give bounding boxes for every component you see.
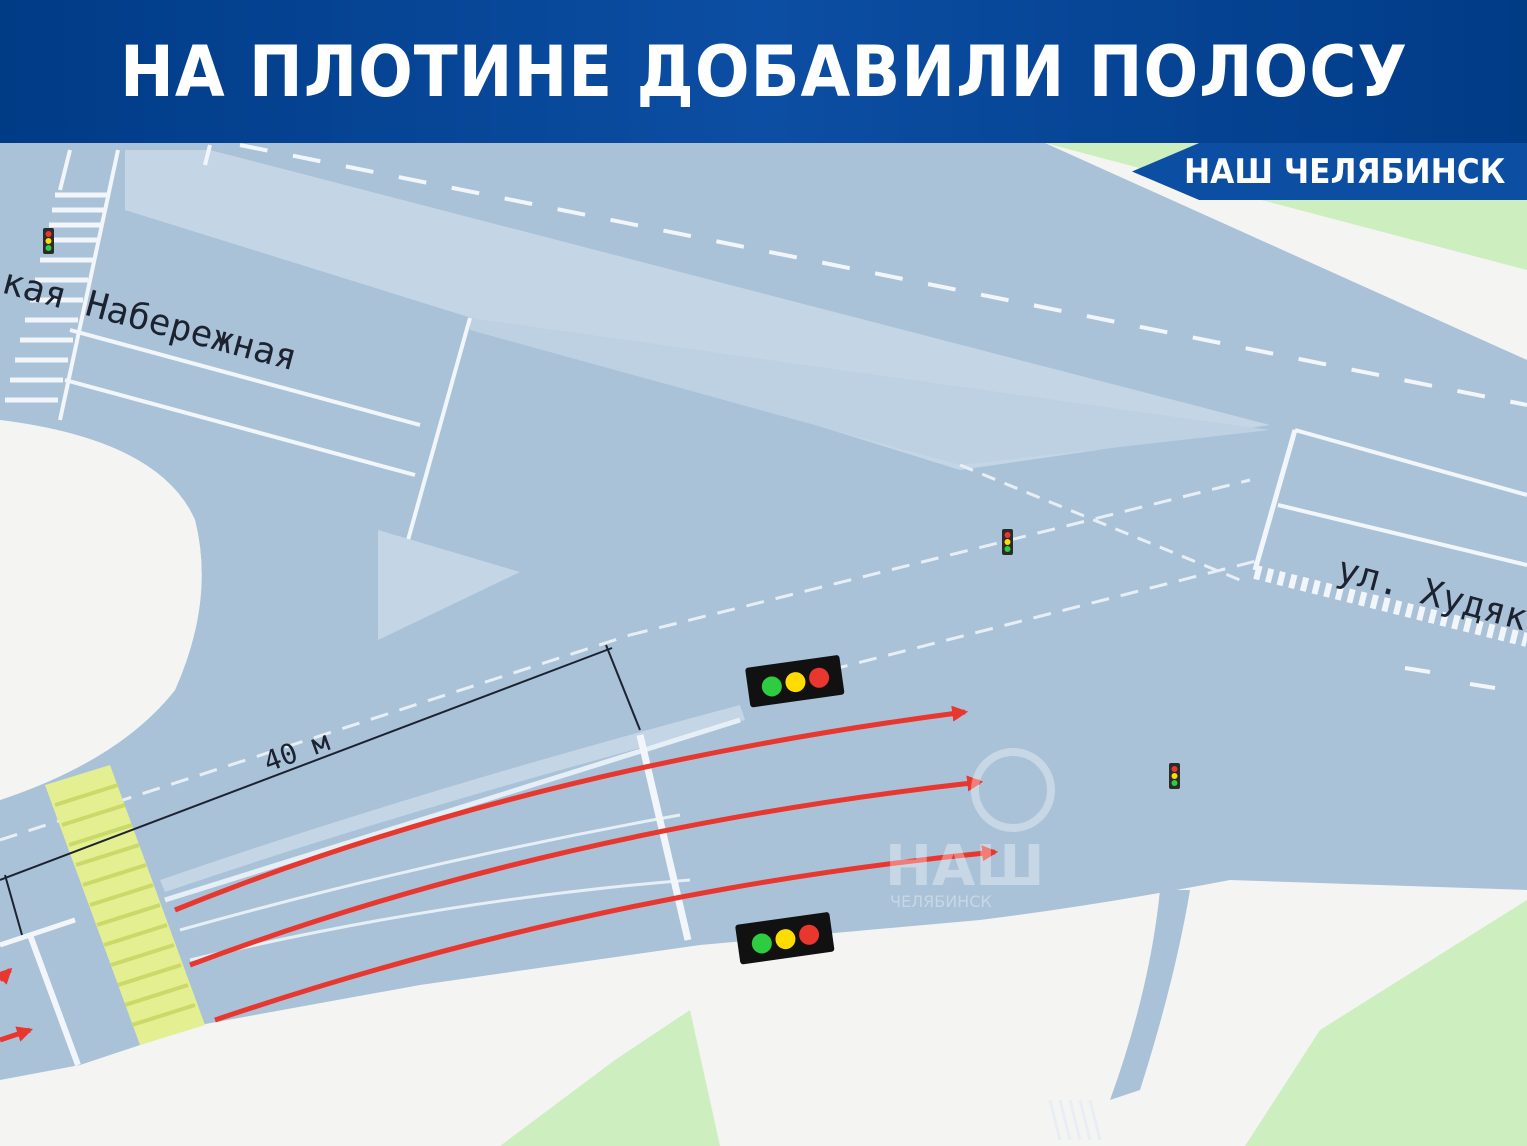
crosswalk-yellow: [45, 765, 205, 1045]
brand-name: НАШ ЧЕЛЯБИНСК: [1183, 151, 1505, 192]
traffic-light-icon: [745, 655, 845, 708]
top-edge-tick: [203, 144, 212, 166]
side-ramp: [1110, 890, 1190, 1100]
lane-separator-band: [160, 705, 745, 892]
dashed-center-line: [239, 143, 1527, 407]
top-left-edge-2: [58, 149, 72, 191]
traffic-light-icon: [1169, 763, 1180, 789]
guide-line-4: [959, 463, 1241, 582]
lane-line-top-1: [69, 328, 421, 427]
stop-line-bottom: [636, 734, 692, 941]
crosswalk-right: [1253, 565, 1527, 647]
road-surface: [0, 143, 1527, 1080]
watermark-subtext: ЧЕЛЯБИНСК: [890, 892, 992, 911]
watermark-text: НАШ: [885, 834, 1044, 899]
distance-dimension-line: [0, 647, 613, 881]
red-arrow-icon: [174, 705, 969, 913]
distance-tick-right: [605, 644, 641, 731]
brand-tag: НАШ ЧЕЛЯБИНСК: [1132, 143, 1527, 200]
lane-line-top-2: [64, 378, 416, 477]
left-lane-edge: [0, 917, 76, 948]
guide-line-2: [629, 478, 1251, 637]
crosswalk-top-left: [5, 192, 108, 403]
watermark: НАШ ЧЕЛЯБИНСК: [885, 748, 1055, 911]
red-arrow-icon: [0, 1026, 34, 1043]
bottom-lane-line-2: [179, 813, 681, 932]
traffic-light-icon: [735, 912, 835, 965]
turn-arrow-shape: [378, 530, 520, 640]
bottom-lane-line-3: [189, 878, 691, 962]
red-arrow-icon: [214, 845, 999, 1023]
distance-tick-left: [4, 874, 23, 936]
crosswalk-yellow-stripes: [54, 783, 196, 1027]
grass-bottom-center: [500, 1010, 720, 1146]
stop-line-right: [1252, 429, 1298, 571]
dash-right-1: [1404, 666, 1431, 674]
red-arrow-icon: [0, 967, 13, 985]
red-arrow-icon: [189, 775, 984, 968]
crosswalk-top-left-edge: [58, 149, 120, 421]
traffic-light-icon: [1002, 529, 1013, 555]
left-stop-line: [27, 933, 81, 1067]
median-wedge: [470, 318, 1270, 465]
bottom-lane-line-1: [164, 717, 741, 903]
stop-line-diagonal: [406, 317, 472, 541]
guide-line-3: [829, 558, 1261, 672]
traffic-light-icon: [43, 228, 54, 254]
dash-right-2: [1469, 682, 1496, 690]
left-island: [0, 420, 202, 800]
lane-line-right-1: [1294, 428, 1527, 497]
grass-bottom-right: [1245, 900, 1527, 1146]
guide-line-1: [0, 633, 631, 842]
header-banner: НА ПЛОТИНЕ ДОБАВИЛИ ПОЛОСУ: [0, 0, 1527, 143]
crosswalk-bottom-right: [1048, 1099, 1102, 1141]
page-title: НА ПЛОТИНЕ ДОБАВИЛИ ПОЛОСУ: [119, 30, 1408, 113]
lane-line-right-2: [1277, 503, 1527, 567]
